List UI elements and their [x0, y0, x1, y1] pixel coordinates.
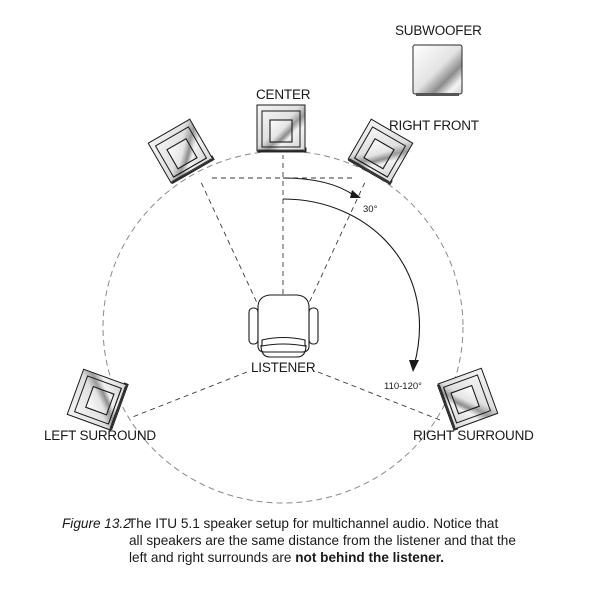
right-surround-label: RIGHT SURROUND — [413, 428, 534, 443]
center-speaker — [256, 104, 307, 153]
line-to-right-front — [301, 179, 367, 319]
listener-chair-icon — [248, 294, 319, 358]
caption-line-2: all speakers are the same distance from … — [62, 532, 582, 549]
angle-arcs — [282, 177, 420, 367]
left-surround-label: LEFT SURROUND — [44, 428, 156, 443]
listener-lines — [129, 155, 441, 421]
center-label: CENTER — [256, 87, 311, 102]
left-front-speaker — [147, 118, 215, 185]
angle-label-110-120: 110-120° — [384, 381, 422, 392]
subwoofer-speaker — [412, 44, 463, 96]
caption-line-1: Figure 13.2The ITU 5.1 speaker setup for… — [62, 515, 582, 532]
equidistant-circle — [102, 150, 464, 504]
arc-30 — [282, 177, 356, 197]
line-to-left-front — [199, 179, 265, 319]
left-surround-speaker — [66, 367, 129, 431]
line-to-left-surround — [129, 371, 248, 419]
caption-text-2: all speakers are the same distance from … — [129, 533, 516, 548]
listener-label: LISTENER — [251, 360, 316, 375]
figure-label: Figure 13.2 — [62, 516, 131, 531]
arrowhead-110-120 — [409, 360, 419, 372]
angle-label-30: 30° — [363, 204, 378, 215]
speaker-diagram: 30° 110-120° SUBWOOFER CENTER RIGHT FRON… — [44, 23, 534, 504]
right-front-label: RIGHT FRONT — [389, 118, 479, 133]
arrowhead-30 — [350, 190, 361, 198]
figure-caption: Figure 13.2The ITU 5.1 speaker setup for… — [62, 515, 582, 566]
subwoofer-label: SUBWOOFER — [395, 23, 482, 38]
caption-line-3: left and right surrounds are not behind … — [62, 549, 582, 566]
caption-text-1: The ITU 5.1 speaker setup for multichann… — [128, 516, 499, 531]
right-surround-speaker — [436, 367, 499, 431]
caption-emphasis: not behind the listener. — [295, 550, 445, 565]
caption-text-3: left and right surrounds are — [129, 550, 296, 565]
line-to-right-surround — [317, 371, 441, 421]
arc-110-120 — [282, 198, 420, 367]
